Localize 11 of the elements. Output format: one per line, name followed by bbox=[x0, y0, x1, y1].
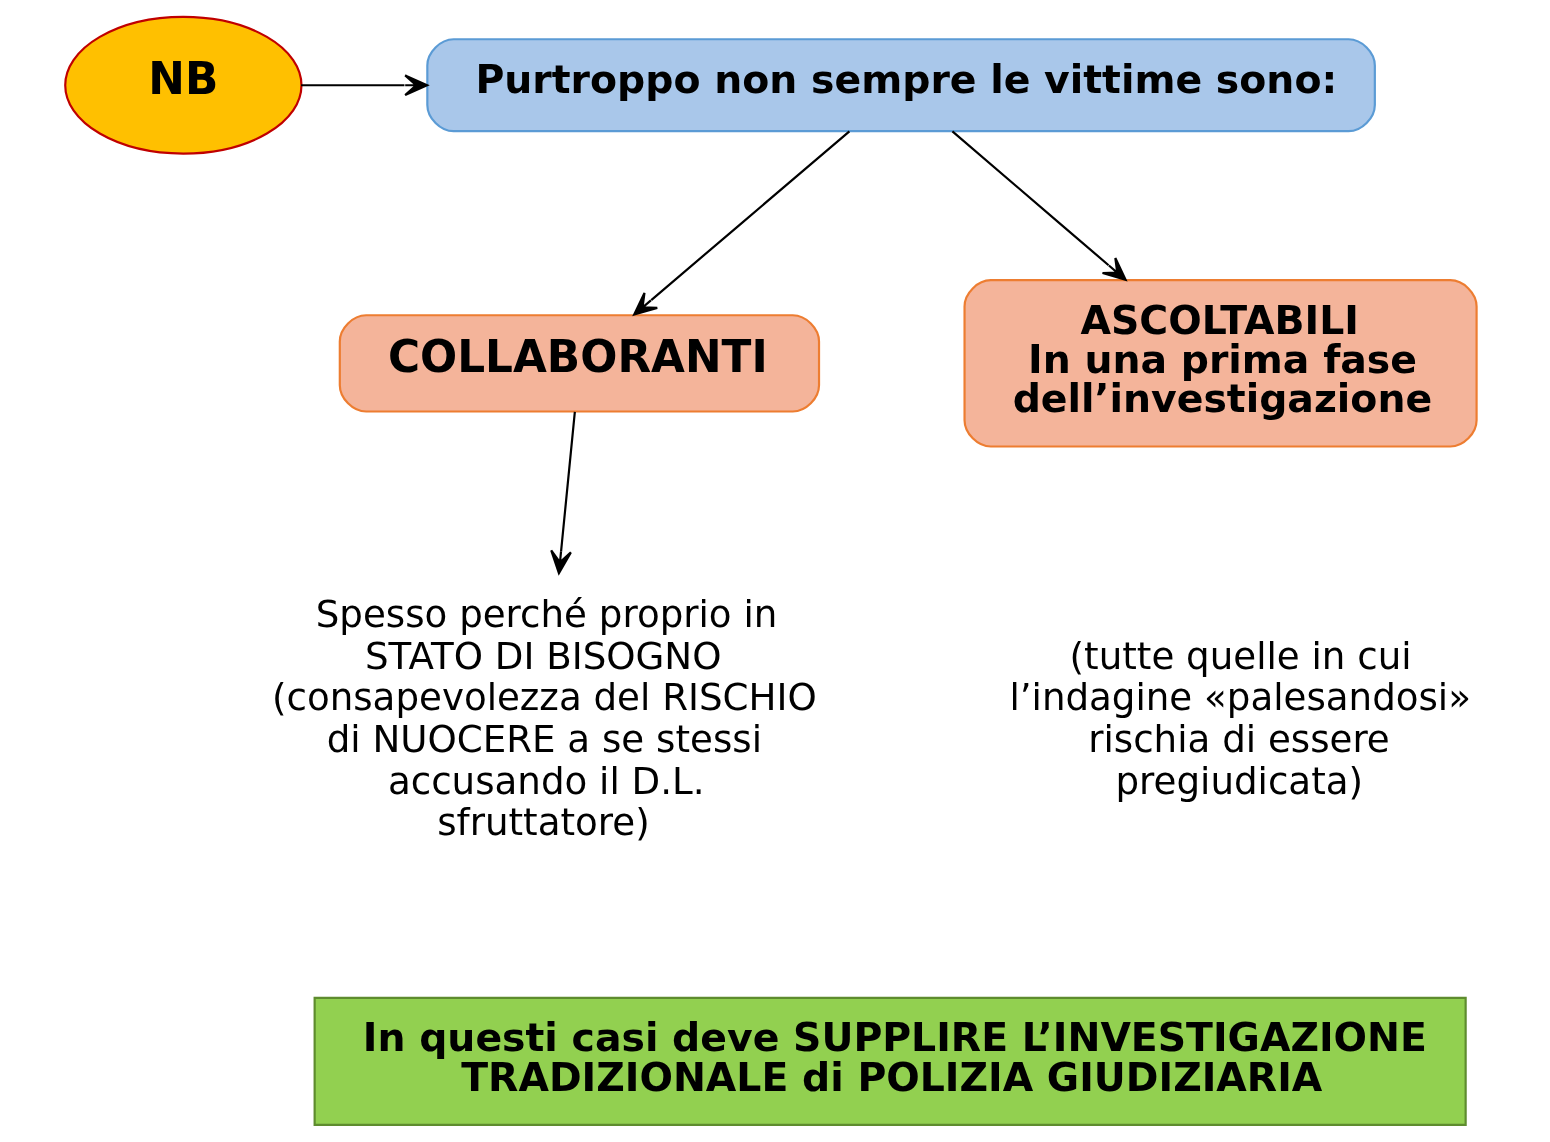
arrow bbox=[633, 130, 851, 316]
node-box: ASCOLTABILI In una prima fase dell’investigazione bbox=[963, 279, 1478, 448]
node-box: COLLABORANTI bbox=[338, 314, 821, 413]
node-text: Spesso perché proprio in STATO DI BISOGNO (consapevolezza del RISCHIO di NUOCERE a se stessi accusando il D.L. sfruttatore) bbox=[271, 592, 817, 845]
label: (tutte quelle in cui l’indagine «palesandosi» rischia di essere pregiudicata) bbox=[1009, 633, 1471, 803]
node-box: Purtroppo non sempre le vittime sono: bbox=[426, 38, 1376, 133]
arrow bbox=[951, 130, 1127, 281]
arrow bbox=[301, 74, 429, 97]
node-box: In questi casi deve SUPPLIRE L’INVESTIGAZIONE TRADIZIONALE di POLIZIA GIUDIZIARIA bbox=[313, 996, 1467, 1126]
node-ellipse: NB bbox=[64, 15, 303, 155]
arrow bbox=[550, 411, 576, 575]
